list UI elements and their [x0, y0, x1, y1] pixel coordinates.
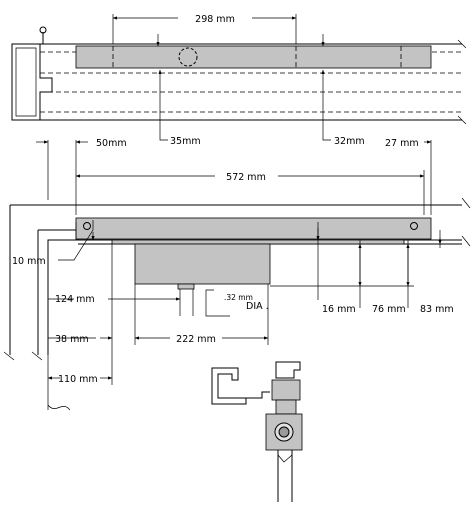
dim-298-label: 298 mm	[195, 14, 235, 25]
side-break-marks-bottom	[3, 351, 43, 361]
dim-38-label: 38 mm	[55, 334, 89, 345]
dim-dia-leader	[205, 289, 230, 317]
side-closer-body	[134, 243, 271, 285]
top-pivot-knob	[39, 26, 47, 34]
dim-dia-suffix: DIA .	[246, 301, 269, 312]
dim-10-label: 10 mm	[12, 256, 46, 267]
section-top-bracket	[275, 361, 301, 379]
section-frame-lip	[246, 391, 270, 399]
section-arm-link	[275, 399, 297, 415]
dim-572-label: 572 mm	[226, 172, 266, 183]
dim-dia-value: .32 mm	[224, 293, 253, 302]
dim-35-leader	[158, 69, 168, 141]
side-closer-arm	[75, 217, 432, 240]
top-spindle-circle	[178, 47, 198, 67]
top-break-marks	[457, 39, 467, 125]
side-break-curve	[47, 404, 71, 411]
top-closer-body	[75, 45, 432, 69]
dim-50-label: 50mm	[96, 138, 127, 149]
dim-110-label: 110 mm	[58, 374, 98, 385]
dim-124-label: 124 mm	[55, 294, 95, 305]
dim-10-leader	[58, 220, 94, 261]
dim-222-label: 222 mm	[176, 334, 216, 345]
side-arm-screw-left	[83, 222, 91, 230]
side-arm-screw-right	[410, 222, 418, 230]
section-arm-head	[271, 379, 301, 401]
dim-16-label: 16 mm	[322, 304, 356, 315]
section-closer-body	[265, 413, 303, 451]
side-view: 50mm 27 mm 572 mm 10 mm 124 mm .32 mm DI…	[3, 138, 471, 411]
section-spindle-inner	[278, 426, 290, 438]
dim-83-label: 83 mm	[420, 304, 454, 315]
top-frame-profile	[11, 43, 53, 121]
side-spindle	[177, 283, 195, 290]
dim-32-label: 32mm	[334, 136, 365, 147]
dim-76-label: 76 mm	[372, 304, 406, 315]
dim-27-label: 27 mm	[385, 138, 419, 149]
section-frame-profile	[211, 367, 247, 405]
dim-35-label: 35mm	[170, 136, 201, 147]
section-detail	[211, 361, 303, 502]
side-break-marks-right	[461, 197, 471, 247]
section-door-mark	[277, 454, 293, 463]
top-view: 298 mm 35mm 32mm	[11, 14, 467, 147]
dim-32-leader	[321, 69, 331, 141]
top-frame-inner	[15, 47, 37, 117]
